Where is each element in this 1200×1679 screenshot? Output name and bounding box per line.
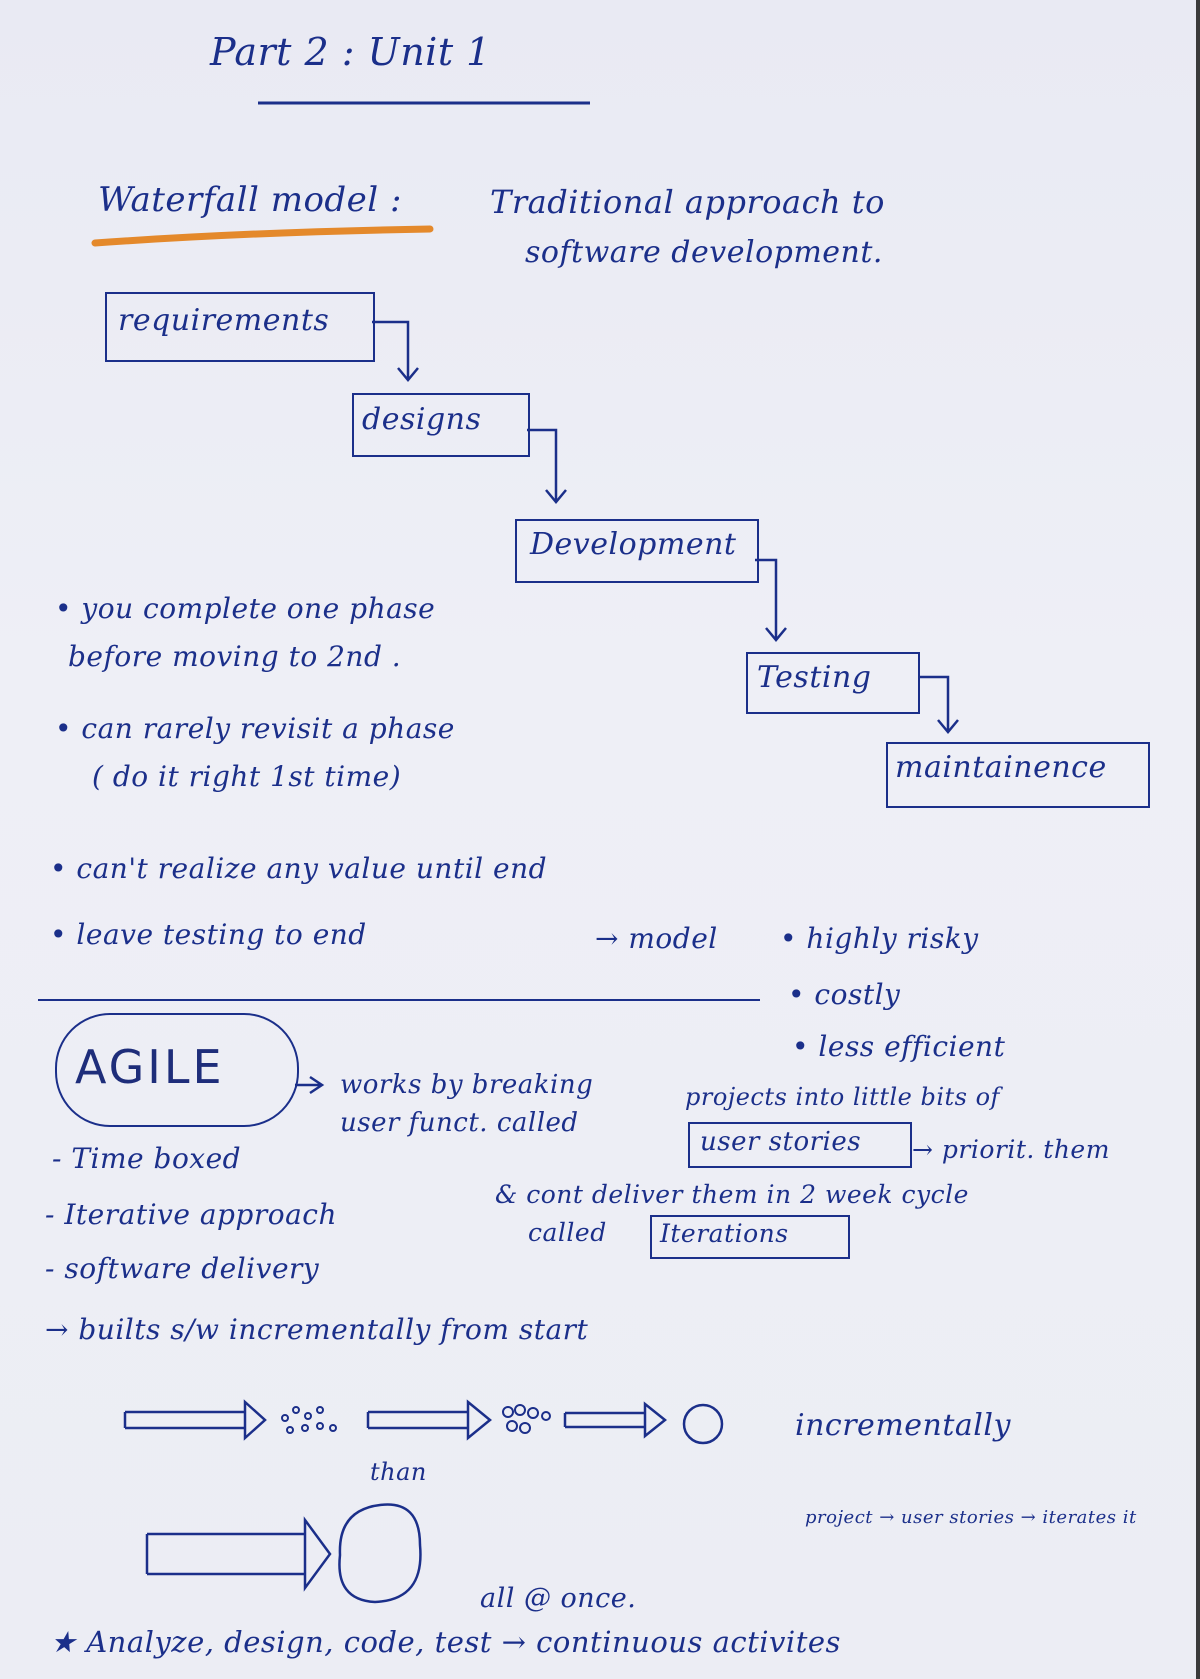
iterations-box [650, 1215, 850, 1259]
incremental-arrows [123, 1399, 724, 1604]
phase-label: Development [530, 527, 737, 562]
user-stories-label: user stories [700, 1127, 862, 1157]
agile-arrow [295, 1075, 325, 1095]
note-line: • can't realize any value until end [50, 852, 548, 885]
highlight-underline [91, 225, 434, 247]
page-title: Part 2 : Unit 1 [210, 30, 491, 74]
story-dots [281, 1404, 551, 1434]
phase-box-maintainence [886, 742, 1150, 808]
agile-works-line2: user funct. called [340, 1108, 579, 1138]
agile-trait: - Iterative approach [45, 1198, 338, 1231]
deliver-text: & cont deliver them in 2 week cycle [495, 1180, 969, 1209]
waterfall-definition-line2: software development. [525, 235, 883, 270]
phase-label: maintainence [895, 750, 1107, 785]
note-line: before moving to 2nd . [68, 640, 402, 673]
risk-item: • highly risky [780, 922, 979, 955]
note-line: ( do it right 1st time) [92, 760, 402, 793]
called-text: called [528, 1218, 607, 1247]
note-line: • can rarely revisit a phase [55, 712, 455, 745]
phase-box-development [515, 519, 759, 583]
all-at-once-label: all @ once. [480, 1583, 637, 1614]
risk-item: • costly [788, 978, 901, 1011]
phase-box-testing [746, 652, 920, 714]
incrementally-label: incrementally [795, 1408, 1011, 1443]
footer-note: ★ Analyze, design, code, test → continuo… [50, 1625, 841, 1659]
waterfall-heading: Waterfall model : [98, 180, 402, 220]
phase-box-requirements [105, 292, 375, 362]
iterations-label: Iterations [660, 1219, 789, 1248]
model-arrow-text: → model [595, 922, 718, 955]
agile-trait: - software delivery [45, 1252, 320, 1285]
phase-label: designs [362, 402, 482, 437]
note-line: • leave testing to end [50, 918, 367, 951]
note-line: • you complete one phase [55, 592, 436, 625]
user-stories-box [688, 1122, 912, 1168]
waterfall-connectors [372, 320, 959, 734]
phase-box-designs [352, 393, 530, 457]
agile-projects-text: projects into little bits of [685, 1083, 1000, 1111]
agile-circle [55, 1013, 299, 1127]
prioritize-text: → priorit. them [912, 1135, 1110, 1164]
phase-label: requirements [118, 303, 330, 338]
agile-trait: - Time boxed [52, 1142, 242, 1175]
waterfall-definition-line1: Traditional approach to [490, 183, 885, 221]
agile-works-line1: works by breaking [340, 1070, 594, 1100]
agile-label: AGILE [75, 1040, 225, 1094]
risk-item: • less efficient [792, 1030, 1006, 1063]
phase-label: Testing [757, 660, 872, 695]
than-label: than [370, 1458, 427, 1486]
builds-text: → builts s/w incrementally from start [45, 1313, 589, 1346]
flow-note: project → user stories → iterates it [805, 1507, 1137, 1528]
